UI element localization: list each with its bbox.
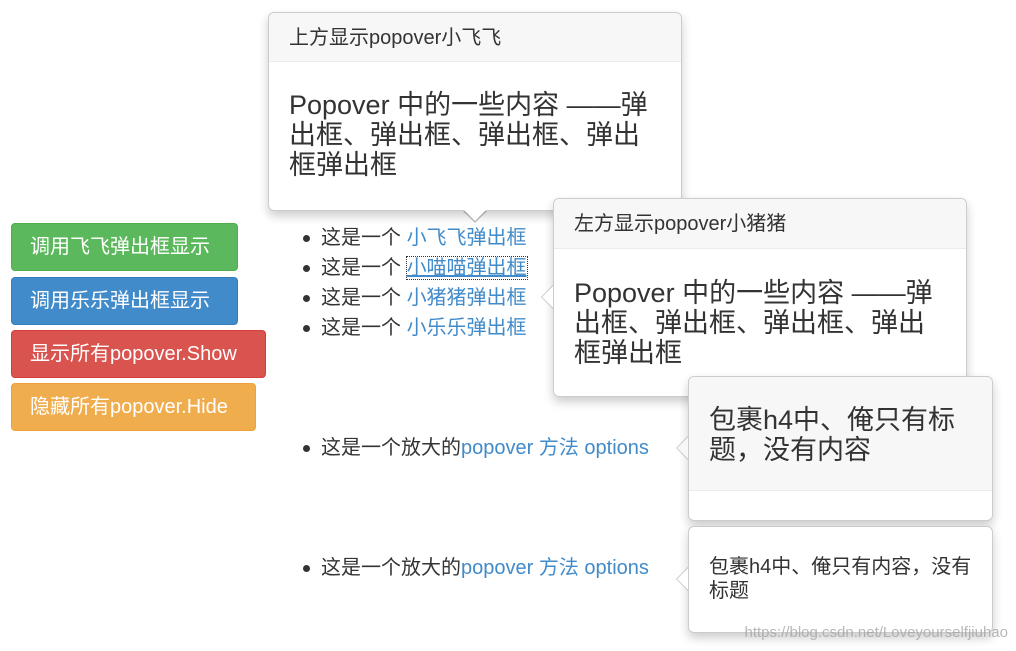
enlarged-popover-list-1: 这是一个放大的popover 方法 options [301,433,649,463]
enlarged-popover-link-content[interactable]: popover 方法 options [461,557,649,579]
popover-content-only: 包裹h4中、俺只有内容，没有标题 [676,526,993,633]
show-all-popovers-button[interactable]: 显示所有popover.Show [11,330,266,378]
list-item-prefix: 这是一个 [321,317,401,339]
list-item-prefix: 这是一个 [321,287,401,309]
popover-arrow [463,210,487,223]
list-item: 这是一个 小喵喵弹出框 [301,253,528,283]
enlarged-popover-list-2: 这是一个放大的popover 方法 options [301,553,649,583]
hide-all-popovers-button[interactable]: 隐藏所有popover.Hide [11,383,256,431]
popover-title: 上方显示popover小飞飞 [269,13,681,62]
popover-title: 包裹h4中、俺只有标题，没有内容 [689,377,992,491]
watermark: https://blog.csdn.net/Loveyourselfjiuhao [744,624,1008,641]
list-item-prefix: 这是一个 [321,257,401,279]
popover-link-list: 这是一个 小飞飞弹出框 这是一个 小喵喵弹出框 这是一个 小猪猪弹出框 这是一个… [301,223,528,343]
list-item: 这是一个 小猪猪弹出框 [301,283,527,313]
popover-title: 左方显示popover小猪猪 [554,199,966,249]
popover-content: Popover 中的一些内容 ——弹出框、弹出框、弹出框、弹出框弹出框 [289,90,648,180]
zhuzhu-popover-link[interactable]: 小猪猪弹出框 [406,287,527,309]
popover-left-zhuzhu: 左方显示popover小猪猪 Popover 中的一些内容 ——弹出框、弹出框、… [541,198,967,397]
popover-content: Popover 中的一些内容 ——弹出框、弹出框、弹出框、弹出框弹出框 [574,278,933,368]
list-item: 这是一个放大的popover 方法 options [301,553,649,583]
list-item: 这是一个放大的popover 方法 options [301,433,649,463]
lele-popover-link[interactable]: 小乐乐弹出框 [406,317,527,339]
popover-arrow [676,567,688,591]
list-item-prefix: 这是一个放大的 [321,557,461,579]
miaomiao-popover-link[interactable]: 小喵喵弹出框 [405,256,528,280]
feifei-popover-link[interactable]: 小飞飞弹出框 [406,227,527,249]
popover-arrow [541,285,553,309]
list-item: 这是一个 小乐乐弹出框 [301,313,527,343]
popover-top-feifei: 上方显示popover小飞飞 Popover 中的一些内容 ——弹出框、弹出框、… [268,12,682,223]
list-item-prefix: 这是一个放大的 [321,437,461,459]
popover-content: 包裹h4中、俺只有内容，没有标题 [709,556,972,602]
popover-arrow [676,436,688,460]
call-feifei-popover-button[interactable]: 调用飞飞弹出框显示 [11,223,238,271]
list-item: 这是一个 小飞飞弹出框 [301,223,527,253]
popover-title-only: 包裹h4中、俺只有标题，没有内容 [676,376,993,521]
list-item-prefix: 这是一个 [321,227,401,249]
enlarged-popover-link-title[interactable]: popover 方法 options [461,437,649,459]
call-lele-popover-button[interactable]: 调用乐乐弹出框显示 [11,277,238,325]
